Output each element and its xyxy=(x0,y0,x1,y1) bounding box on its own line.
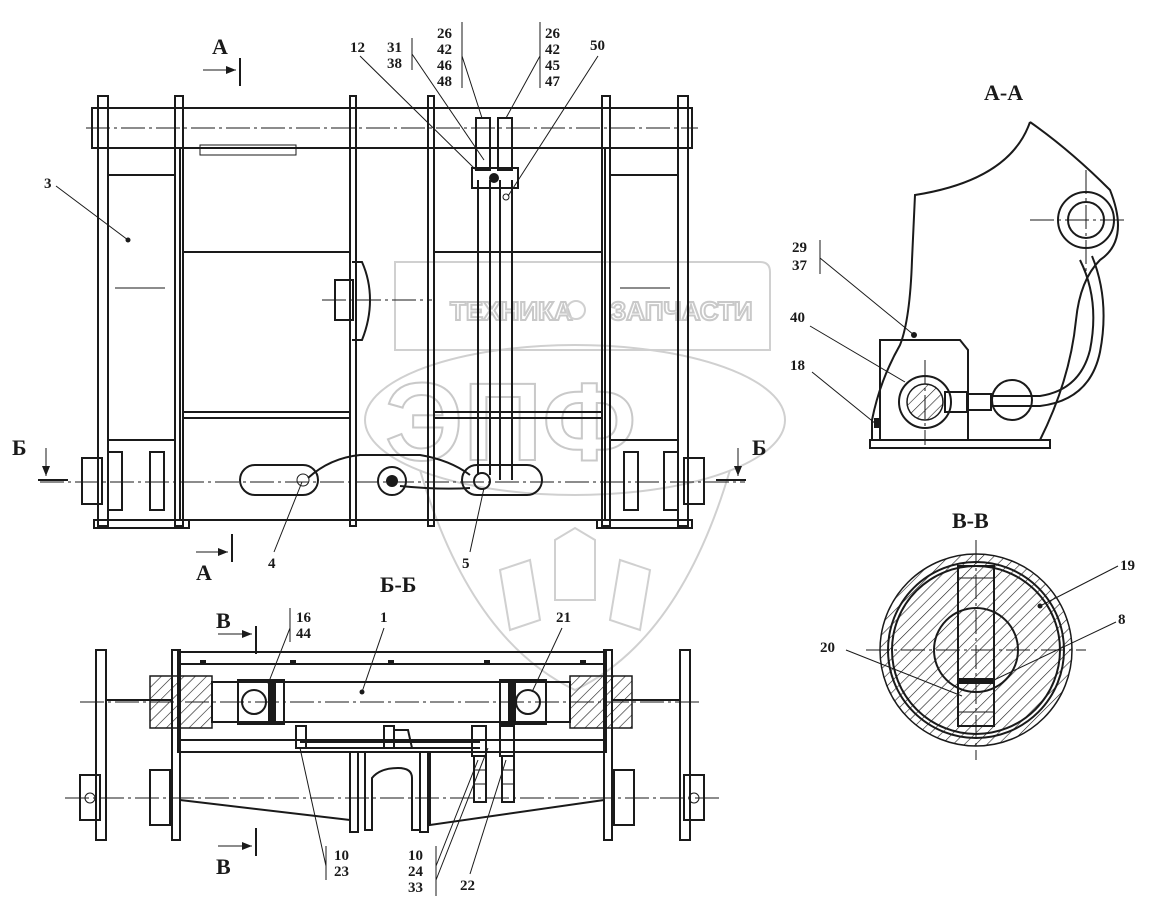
section-bb-view: Б-Б xyxy=(65,572,720,841)
callout-20: 20 xyxy=(820,640,835,656)
section-bb-title: Б-Б xyxy=(380,572,416,597)
callout-26a: 26 xyxy=(437,26,453,42)
callout-18: 18 xyxy=(790,358,805,374)
callout-46: 46 xyxy=(437,58,453,74)
callout-26b: 26 xyxy=(545,26,561,42)
callout-24: 24 xyxy=(408,864,424,880)
callouts-main: 12 31 38 26 42 46 48 26 42 45 47 50 3 4 … xyxy=(44,22,605,572)
callout-16: 16 xyxy=(296,610,312,626)
callouts-vv: 19 8 20 xyxy=(820,558,1135,697)
callout-3: 3 xyxy=(44,176,52,192)
callout-33: 33 xyxy=(408,880,423,896)
section-v-bottom-label: В xyxy=(216,854,231,879)
section-aa-view: А-А xyxy=(869,80,1128,449)
section-vv-title: В-В xyxy=(952,508,989,533)
section-marks-main: А А Б Б xyxy=(12,34,767,585)
front-view xyxy=(40,95,745,529)
section-b-left-label: Б xyxy=(12,435,27,460)
callout-47: 47 xyxy=(545,74,561,90)
section-vv-view: В-В xyxy=(866,508,1086,760)
callout-40: 40 xyxy=(790,310,805,326)
section-a-bottom-label: А xyxy=(196,560,212,585)
callout-45: 45 xyxy=(545,58,560,74)
callout-31: 31 xyxy=(387,40,402,56)
callout-12: 12 xyxy=(350,40,365,56)
callout-42a: 42 xyxy=(437,42,452,58)
callout-37: 37 xyxy=(792,258,808,274)
callout-8: 8 xyxy=(1118,612,1126,628)
section-aa-title: А-А xyxy=(984,80,1023,105)
callout-19: 19 xyxy=(1120,558,1135,574)
section-v-top-label: В xyxy=(216,608,231,633)
callout-10b: 10 xyxy=(408,848,423,864)
callout-38: 38 xyxy=(387,56,402,72)
callout-23: 23 xyxy=(334,864,349,880)
callout-48: 48 xyxy=(437,74,452,90)
section-a-top-label: А xyxy=(212,34,228,59)
callouts-bb: 16 44 1 21 10 23 10 24 33 22 xyxy=(267,608,571,896)
callout-42b: 42 xyxy=(545,42,560,58)
callout-5: 5 xyxy=(462,556,470,572)
section-marks-bb: В В xyxy=(216,608,257,879)
watermark-text-right: ЗАПЧАСТИ xyxy=(610,296,753,326)
callout-21: 21 xyxy=(556,610,571,626)
callout-4: 4 xyxy=(268,556,276,572)
callout-10a: 10 xyxy=(334,848,349,864)
callouts-aa: 29 37 40 18 xyxy=(790,240,915,425)
callout-1: 1 xyxy=(380,610,388,626)
callout-22: 22 xyxy=(460,878,475,894)
section-b-right-label: Б xyxy=(752,435,767,460)
callout-50: 50 xyxy=(590,38,605,54)
gear-icon xyxy=(566,300,586,320)
callout-29: 29 xyxy=(792,240,807,256)
callout-44: 44 xyxy=(296,626,312,642)
